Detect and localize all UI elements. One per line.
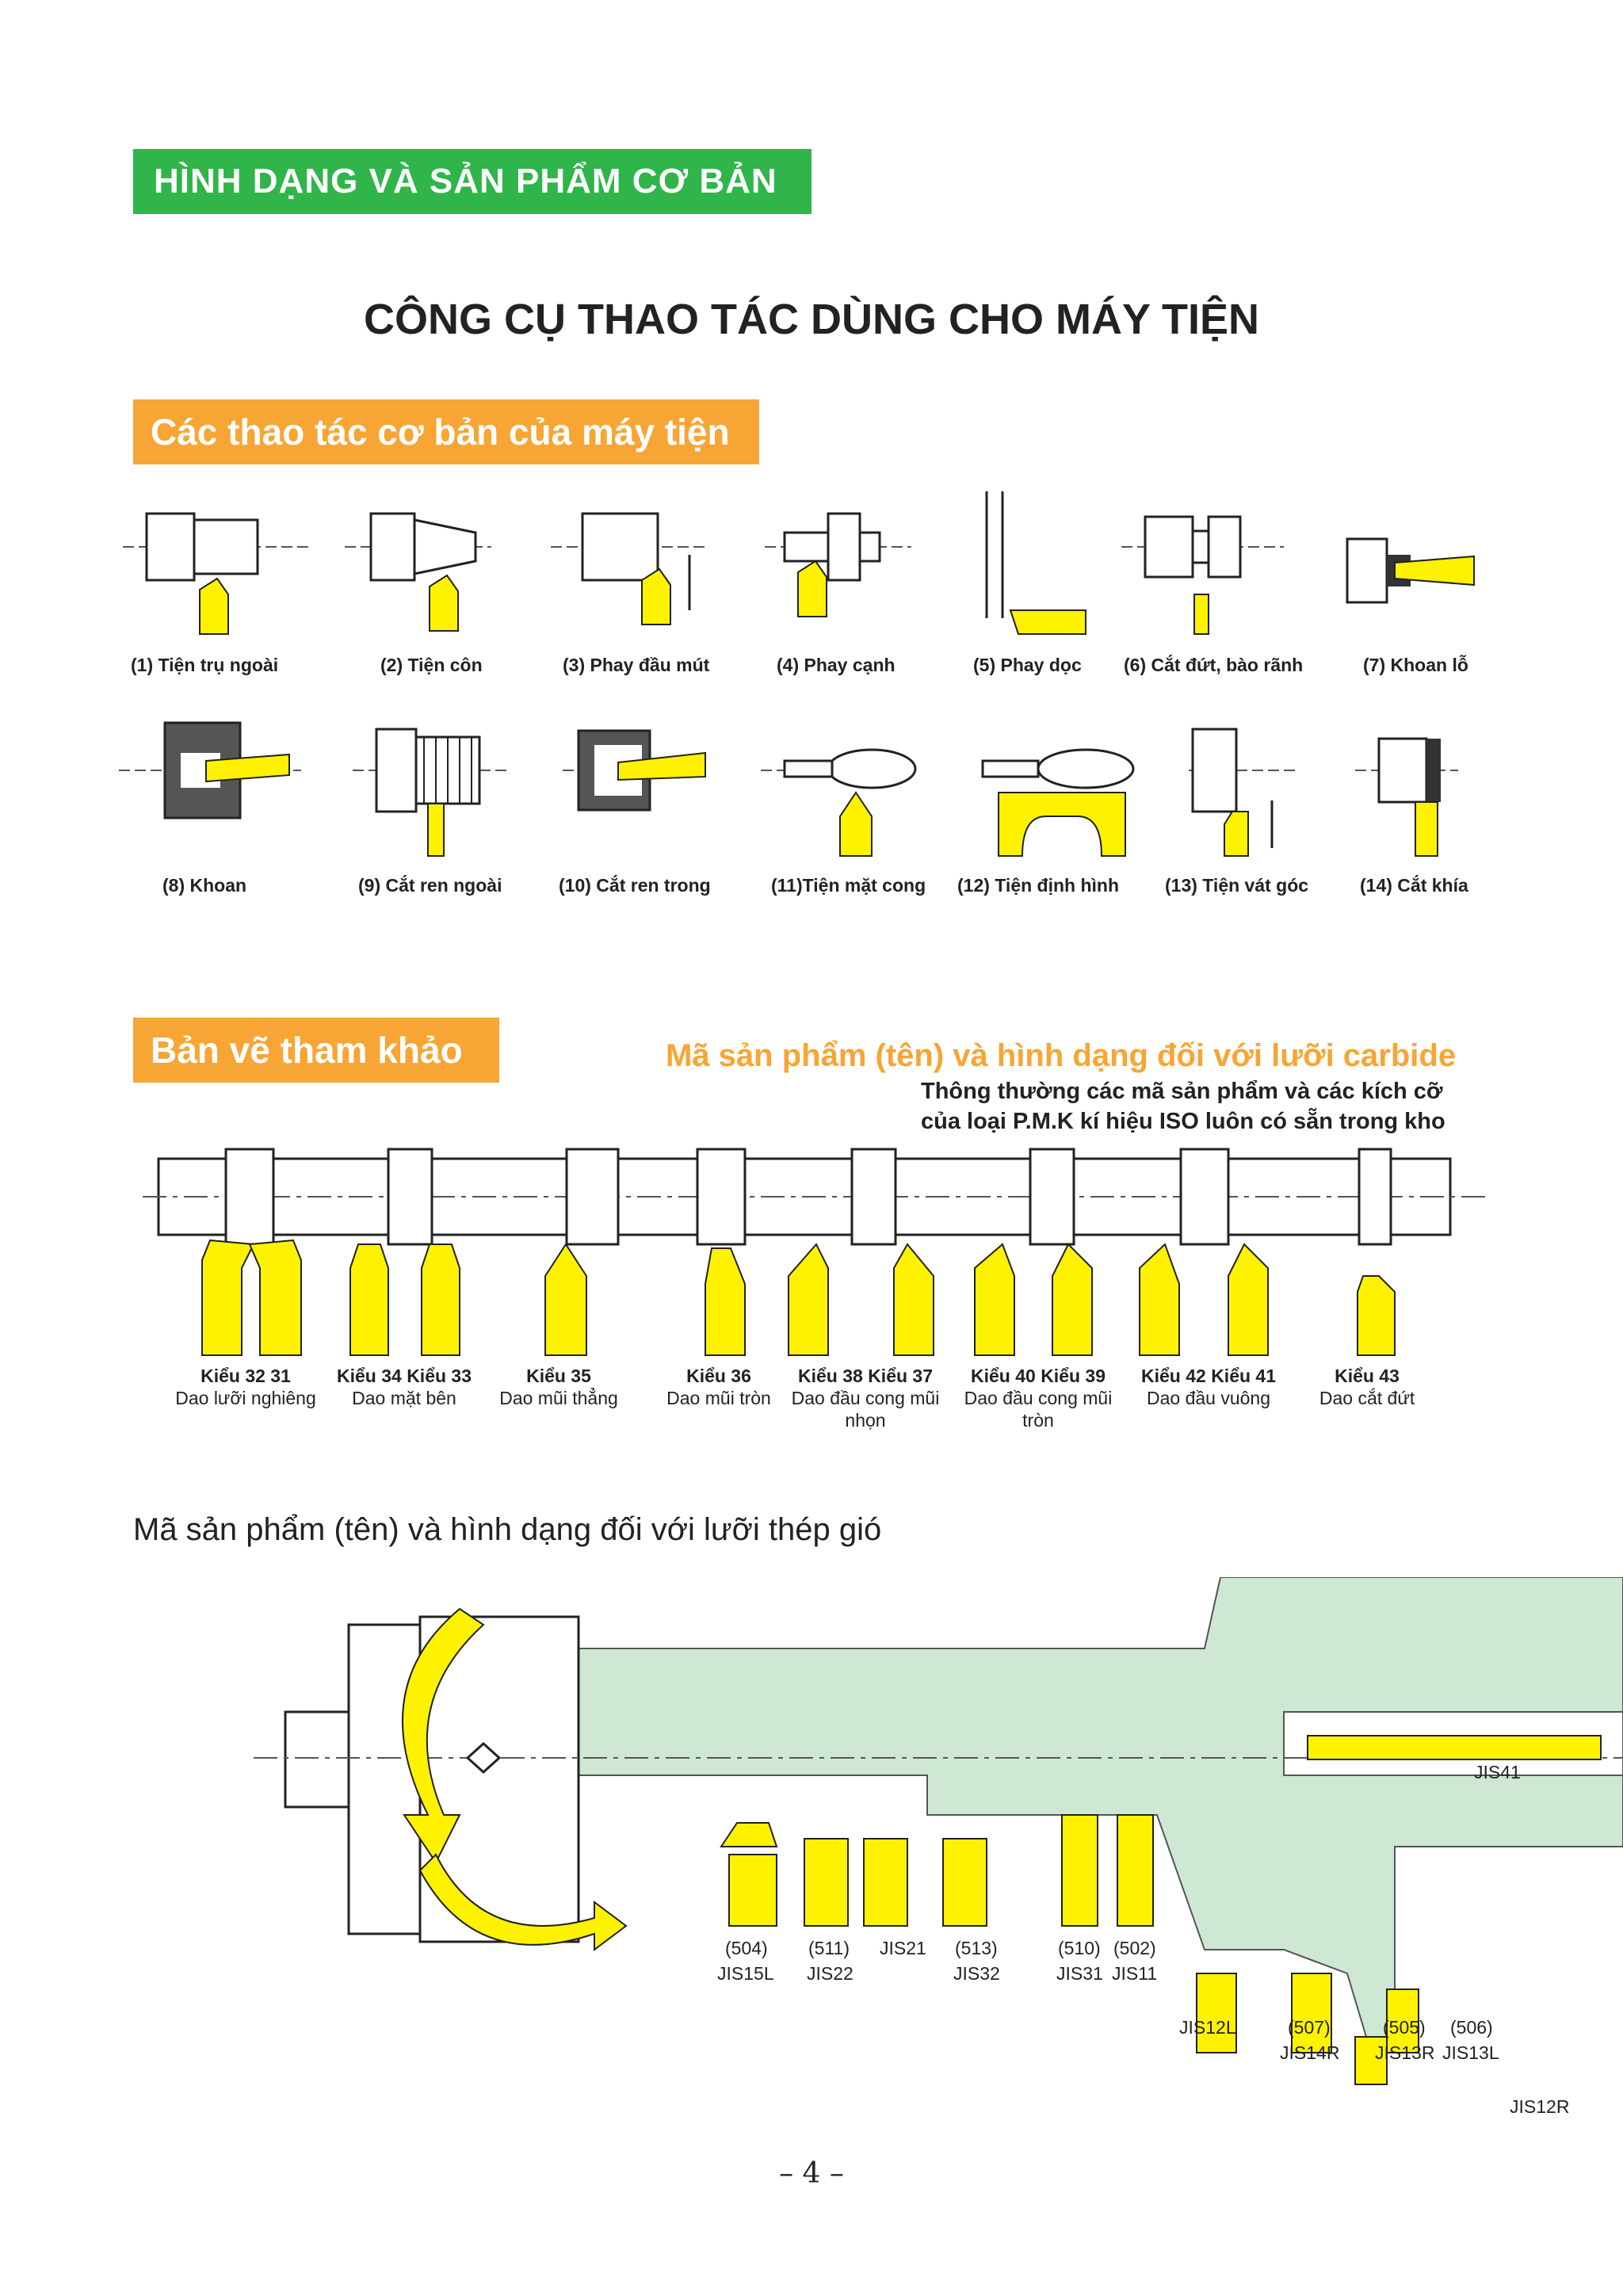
hss-label-504: (504): [725, 1938, 768, 1958]
carbide-note-line1: Thông thường các mã sản phẩm và các kích…: [921, 1079, 1443, 1104]
hss-label-jis12l: JIS12L: [1179, 2017, 1236, 2038]
hss-label-507: (507): [1288, 2017, 1331, 2038]
op10-caption: (10) Cắt ren trong: [559, 875, 711, 896]
hss-label-jis22: JIS22: [807, 1963, 854, 1984]
op1-caption: (1) Tiện trụ ngoài: [131, 655, 279, 675]
op3-caption: (3) Phay đầu mút: [563, 655, 710, 675]
op6-drawing: [1121, 515, 1284, 635]
operations-illustrations: [119, 491, 1475, 857]
op12-caption: (12) Tiện định hình: [957, 875, 1120, 896]
carbide-title: Mã sản phẩm (tên) và hình dạng đối với l…: [666, 1038, 1457, 1073]
op4-caption: (4) Phay cạnh: [777, 655, 896, 675]
hss-label-502: (502): [1113, 1938, 1156, 1958]
hss-label-jis31: JIS31: [1056, 1963, 1103, 1984]
op14-drawing: [1355, 737, 1458, 857]
hss-label-505: (505): [1383, 2017, 1426, 2038]
hss-drawing: [254, 1577, 1623, 2085]
op2-drawing: [345, 512, 491, 632]
hss-label-jis13l: JIS13L: [1442, 2042, 1499, 2063]
hss-label-511: (511): [808, 1938, 850, 1958]
page-title: CÔNG CỤ THAO TÁC DÙNG CHO MÁY TIỆN: [364, 296, 1259, 343]
hss-label-jis12r: JIS12R: [1510, 2096, 1570, 2117]
hss-label-513: (513): [955, 1938, 998, 1958]
hss-label-jis13r: JIS13R: [1375, 2042, 1435, 2063]
op9-drawing: [353, 728, 507, 857]
operations-heading: Các thao tác cơ bản của máy tiện: [133, 399, 759, 464]
hss-label-506: (506): [1450, 2017, 1493, 2038]
hss-label-jis41: JIS41: [1474, 1762, 1521, 1782]
carbide-note-line2: của loại P.M.K kí hiệu ISO luôn có sẵn t…: [921, 1109, 1445, 1134]
hss-label-jis14r: JIS14R: [1280, 2042, 1340, 2063]
op8-caption: (8) Khoan: [162, 875, 247, 896]
op8-drawing: [119, 721, 301, 819]
reference-heading: Bản vẽ tham khảo: [133, 1018, 499, 1083]
section-banner: HÌNH DẠNG VÀ SẢN PHẨM CƠ BẢN: [133, 149, 812, 214]
page-number: – 4 –: [779, 2157, 844, 2190]
op14-caption: (14) Cắt khía: [1360, 875, 1468, 896]
op4-drawing: [765, 512, 911, 617]
op6-caption: (6) Cắt đứt, bào rãnh: [1124, 655, 1304, 675]
op12-drawing: [981, 748, 1135, 857]
op13-drawing: [1189, 728, 1300, 857]
op1-drawing: [123, 512, 309, 635]
hss-label-jis11: JIS11: [1112, 1963, 1158, 1984]
op5-caption: (5) Phay dọc: [973, 655, 1082, 675]
carbide-shaft-drawing: [143, 1148, 1490, 1356]
hss-label-jis21: JIS21: [880, 1938, 926, 1958]
op5-drawing: [985, 491, 1086, 635]
op13-caption: (13) Tiện vát góc: [1165, 875, 1309, 896]
hss-title: Mã sản phẩm (tên) và hình dạng đối với l…: [133, 1512, 882, 1547]
op9-caption: (9) Cắt ren ngoài: [358, 875, 502, 896]
op3-drawing: [551, 512, 705, 625]
hss-label-510: (510): [1058, 1938, 1101, 1958]
hss-label-jis15l: JIS15L: [717, 1963, 774, 1984]
op11-drawing: [761, 748, 919, 857]
op7-caption: (7) Khoan lỗ: [1363, 655, 1468, 675]
op2-caption: (2) Tiện côn: [380, 655, 483, 675]
op10-drawing: [563, 729, 706, 812]
op7-drawing: [1346, 537, 1475, 604]
hss-label-jis32: JIS32: [953, 1963, 1000, 1984]
op11-caption: (11)Tiện mặt cong: [771, 875, 926, 896]
